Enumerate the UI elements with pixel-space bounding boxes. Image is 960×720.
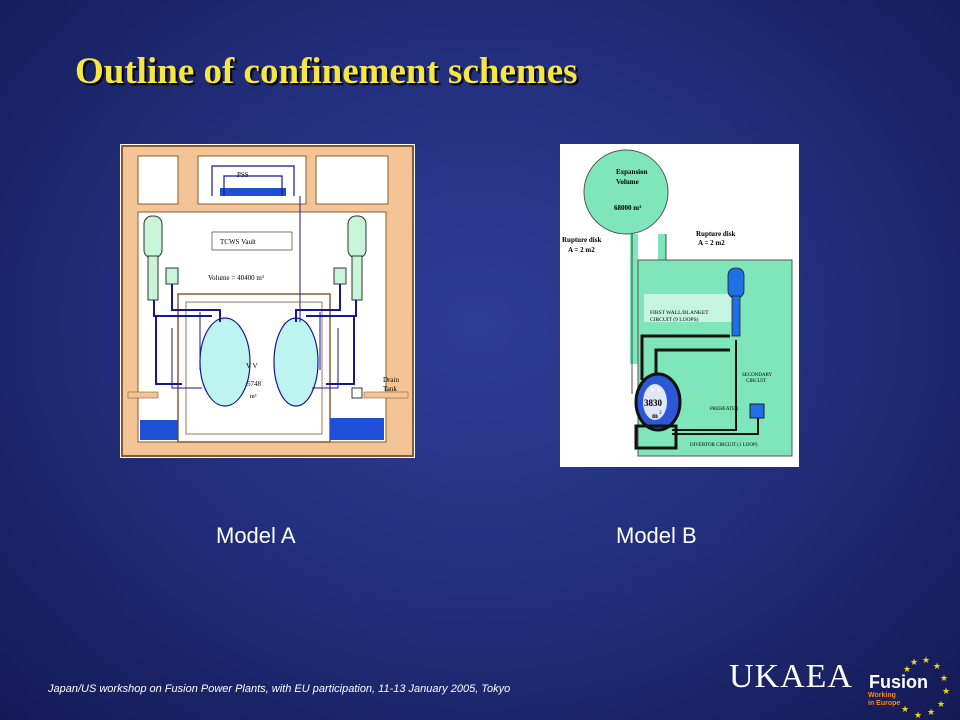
footer-text: Japan/US workshop on Fusion Power Plants… bbox=[48, 683, 511, 695]
svg-text:★: ★ bbox=[901, 704, 909, 714]
vv-exp-label-b: 3 bbox=[659, 411, 662, 416]
secondary-label: SECONDARY bbox=[742, 373, 773, 378]
drain-label: Drain bbox=[383, 376, 399, 384]
svg-text:★: ★ bbox=[933, 661, 941, 671]
svg-text:★: ★ bbox=[940, 673, 948, 683]
vv-label: V V bbox=[246, 362, 258, 370]
fusion-sub-line1: Working bbox=[868, 692, 896, 699]
volume-word-label: Volume bbox=[616, 178, 639, 186]
vv-volume-label: 5748 bbox=[247, 380, 262, 388]
svg-text:★: ★ bbox=[914, 710, 922, 720]
svg-text:★: ★ bbox=[942, 686, 950, 696]
rupture-left-label: Rupture disk bbox=[562, 236, 601, 244]
fusion-logo-text: Fusion bbox=[869, 672, 928, 692]
fusion-sub-line2: in Europe bbox=[868, 700, 901, 707]
ukaea-logo-text: UKAEA bbox=[729, 658, 853, 695]
divertor-label: DIVERTOR CIRCUIT (1 LOOP) bbox=[690, 443, 758, 448]
vv-label-b: V V bbox=[650, 386, 662, 394]
expansion-label: Expansion bbox=[616, 168, 648, 176]
pss-label: PSS bbox=[237, 171, 249, 179]
secondary-circuit-label: CIRCUIT bbox=[746, 379, 766, 384]
svg-text:★: ★ bbox=[910, 657, 918, 667]
rupture-right-area: A = 2 m2 bbox=[698, 239, 725, 247]
model-a-diagram: PSS TCWS Vault Volume = 40400 m³ V V 574… bbox=[120, 144, 415, 458]
rupture-right-label: Rupture disk bbox=[696, 230, 735, 238]
volume-value-label: 68000 m³ bbox=[614, 204, 641, 212]
svg-text:★: ★ bbox=[937, 699, 945, 709]
rupture-left-area: A = 2 m2 bbox=[568, 246, 595, 254]
ukaea-fusion-logo: UKAEA Fusion Working in Europe ★ ★ ★ ★ ★… bbox=[725, 652, 960, 720]
model-b-caption: Model B bbox=[616, 523, 697, 548]
fusion-logo-subtitle: Working in Europe bbox=[868, 692, 908, 708]
preheater-label: PREHEATER bbox=[710, 407, 739, 412]
model-a-caption: Model A bbox=[216, 523, 296, 548]
model-b-diagram: Expansion Volume 68000 m³ Rupture disk A… bbox=[560, 144, 799, 467]
svg-text:★: ★ bbox=[927, 707, 935, 717]
volume-label: Volume = 40400 m³ bbox=[208, 274, 264, 282]
slide-title: Outline of confinement schemes bbox=[75, 51, 578, 92]
svg-text:★: ★ bbox=[922, 655, 930, 665]
tank-label: Tank bbox=[383, 385, 397, 393]
first-wall-label: FIRST WALL/BLANKET bbox=[650, 310, 709, 316]
vv-unit-label-b: m bbox=[652, 412, 658, 420]
first-wall-loops-label: CIRCUIT (9 LOOPS) bbox=[650, 316, 699, 323]
vv-unit-label: m³ bbox=[250, 394, 257, 400]
tcws-label: TCWS Vault bbox=[220, 238, 256, 246]
eu-stars-icon: ★ ★ ★ ★ ★ ★ ★ ★ ★ ★ bbox=[901, 655, 950, 720]
svg-text:★: ★ bbox=[903, 664, 911, 674]
vv-volume-label-b: 3830 bbox=[644, 398, 663, 408]
